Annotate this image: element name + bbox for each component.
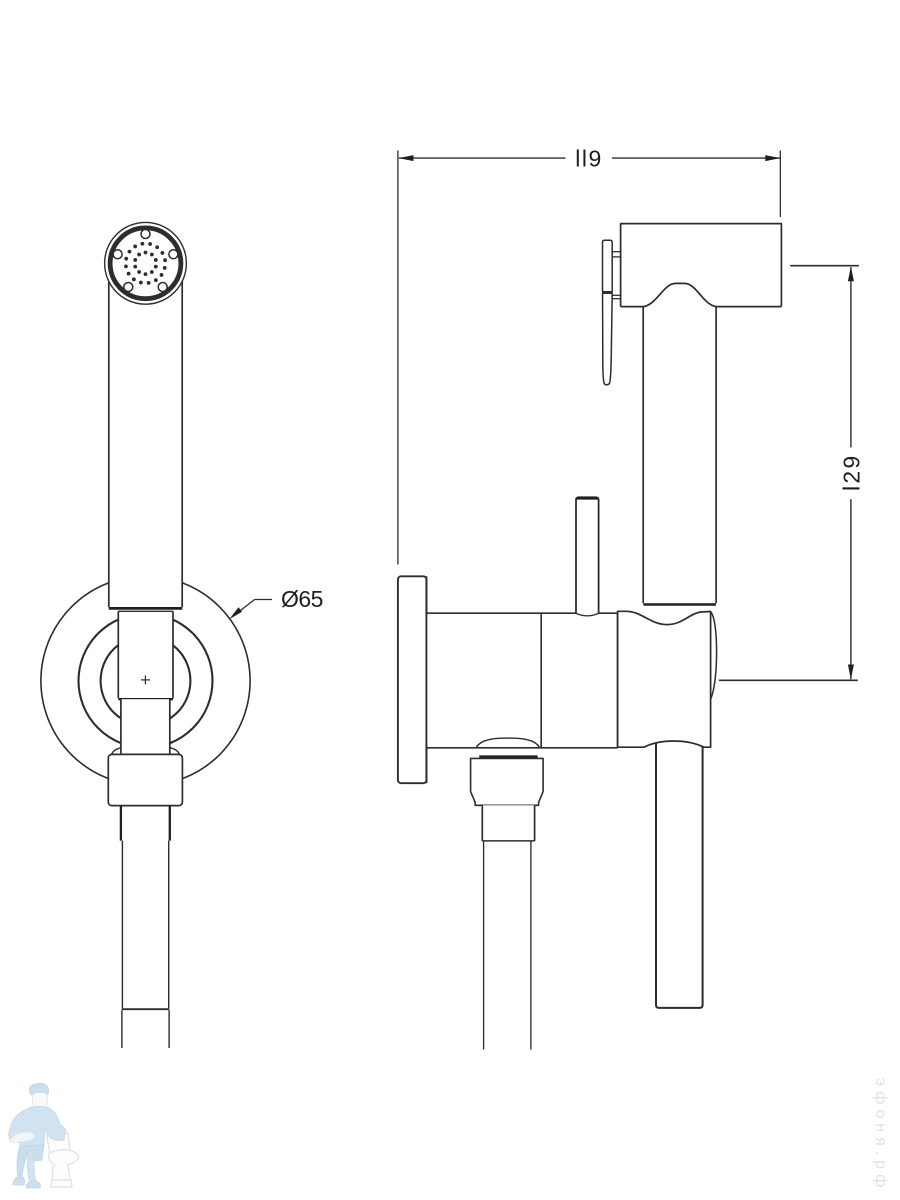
svg-text:ll9: ll9 xyxy=(575,146,603,172)
svg-text:l29: l29 xyxy=(838,454,864,491)
svg-text:Ø65: Ø65 xyxy=(281,586,323,612)
svg-text:эфоня.рф: эфоня.рф xyxy=(872,1078,889,1192)
